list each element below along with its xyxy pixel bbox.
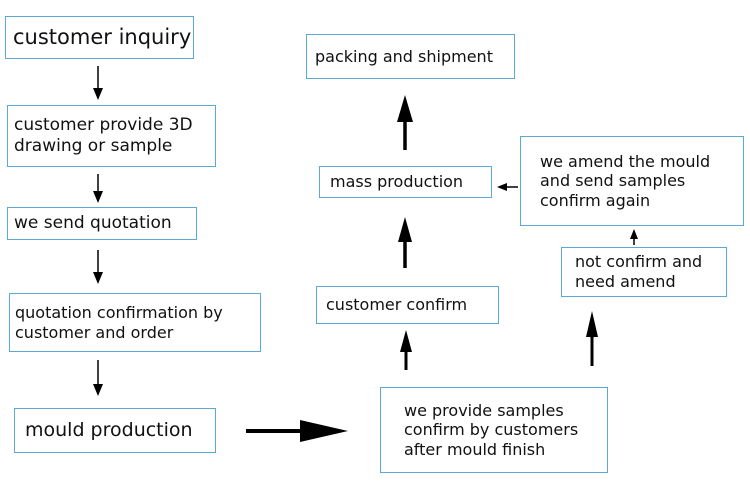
quotation-confirmation-box: quotation confirmation by customer and o… [9,293,261,352]
provide-samples-box: we provide samples confirm by customers … [380,387,608,473]
customer-inquiry-label: customer inquiry [13,24,192,49]
quotation-confirmation-label: quotation confirmation by customer and o… [15,302,223,342]
amend-mould-label: we amend the mould and send samples conf… [540,151,711,210]
arrow-provide-to-quotation [93,174,103,203]
arrow-samples-to-not-confirm [586,311,598,366]
not-confirm-label: not confirm and need amend [575,252,703,291]
mass-production-box: mass production [319,166,492,198]
send-quotation-label: we send quotation [14,213,172,234]
packing-shipment-box: packing and shipment [306,34,515,79]
arrow-inquiry-to-provide [93,66,103,100]
customer-confirm-box: customer confirm [316,286,499,324]
arrow-mould-to-samples [246,420,348,442]
customer-confirm-label: customer confirm [326,295,468,315]
arrow-not-confirm-to-amend [630,229,638,245]
mould-production-label: mould production [25,418,193,441]
packing-shipment-label: packing and shipment [315,46,493,66]
provide-samples-label: we provide samples confirm by customers … [404,400,579,459]
customer-inquiry-box: customer inquiry [5,16,194,59]
customer-provide-box: customer provide 3D drawing or sample [7,105,216,167]
customer-provide-label: customer provide 3D drawing or sample [14,115,193,156]
arrow-confirmation-to-mould [93,360,103,396]
arrow-confirm-to-mass [398,217,412,268]
mass-production-label: mass production [330,172,464,192]
arrow-samples-to-confirm [400,330,412,370]
arrow-mass-to-packing [397,95,413,150]
amend-mould-box: we amend the mould and send samples conf… [520,136,744,226]
mould-production-box: mould production [14,408,216,453]
arrow-quotation-to-confirmation [93,250,103,284]
not-confirm-box: not confirm and need amend [561,247,727,297]
arrow-amend-to-mass [497,183,518,191]
send-quotation-box: we send quotation [7,207,197,240]
